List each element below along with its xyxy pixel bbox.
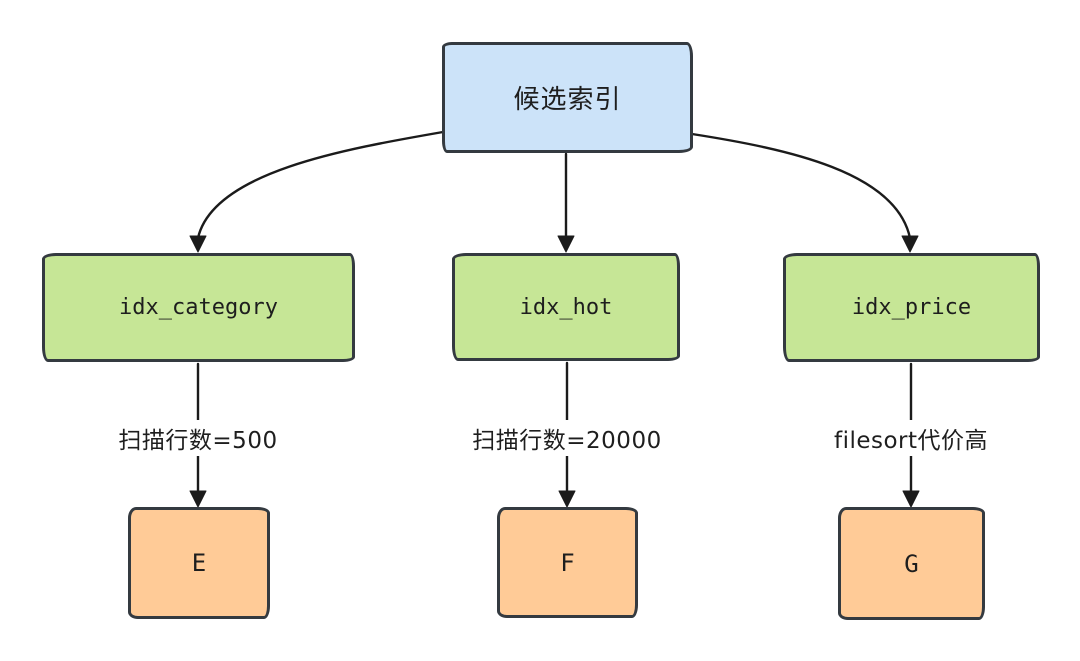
edge-label-scan-rows-500: 扫描行数=500 bbox=[113, 420, 283, 456]
node-result-e: E bbox=[128, 507, 270, 619]
arrowhead-idx-hot bbox=[557, 235, 575, 253]
arrowhead-idx-price bbox=[901, 235, 919, 253]
node-idx-hot: idx_hot bbox=[452, 253, 680, 361]
node-idx-price-label: idx_price bbox=[851, 295, 972, 320]
arrowhead-g bbox=[902, 490, 920, 508]
node-result-f-label: F bbox=[560, 548, 575, 577]
node-result-g: G bbox=[838, 507, 985, 620]
edge-label-scan-rows-20000: 扫描行数=20000 bbox=[467, 420, 667, 456]
node-idx-hot-label: idx_hot bbox=[519, 294, 613, 320]
node-result-f: F bbox=[497, 507, 638, 618]
arrowhead-f bbox=[558, 490, 576, 508]
edge-label-filesort-cost: filesort代价高 bbox=[828, 420, 994, 456]
node-candidate-index-label: 候选索引 bbox=[513, 85, 622, 115]
node-result-g-label: G bbox=[904, 549, 919, 578]
arrowhead-e bbox=[189, 490, 207, 508]
node-idx-price: idx_price bbox=[783, 253, 1040, 362]
arrowhead-idx-category bbox=[189, 235, 207, 253]
node-idx-category-label: idx_category bbox=[119, 295, 278, 320]
node-result-e-label: E bbox=[191, 549, 207, 577]
node-idx-category: idx_category bbox=[42, 253, 355, 362]
edge-root-to-idx-category bbox=[196, 130, 445, 240]
node-candidate-index: 候选索引 bbox=[442, 42, 693, 153]
edge-root-to-idx-price bbox=[690, 132, 912, 240]
